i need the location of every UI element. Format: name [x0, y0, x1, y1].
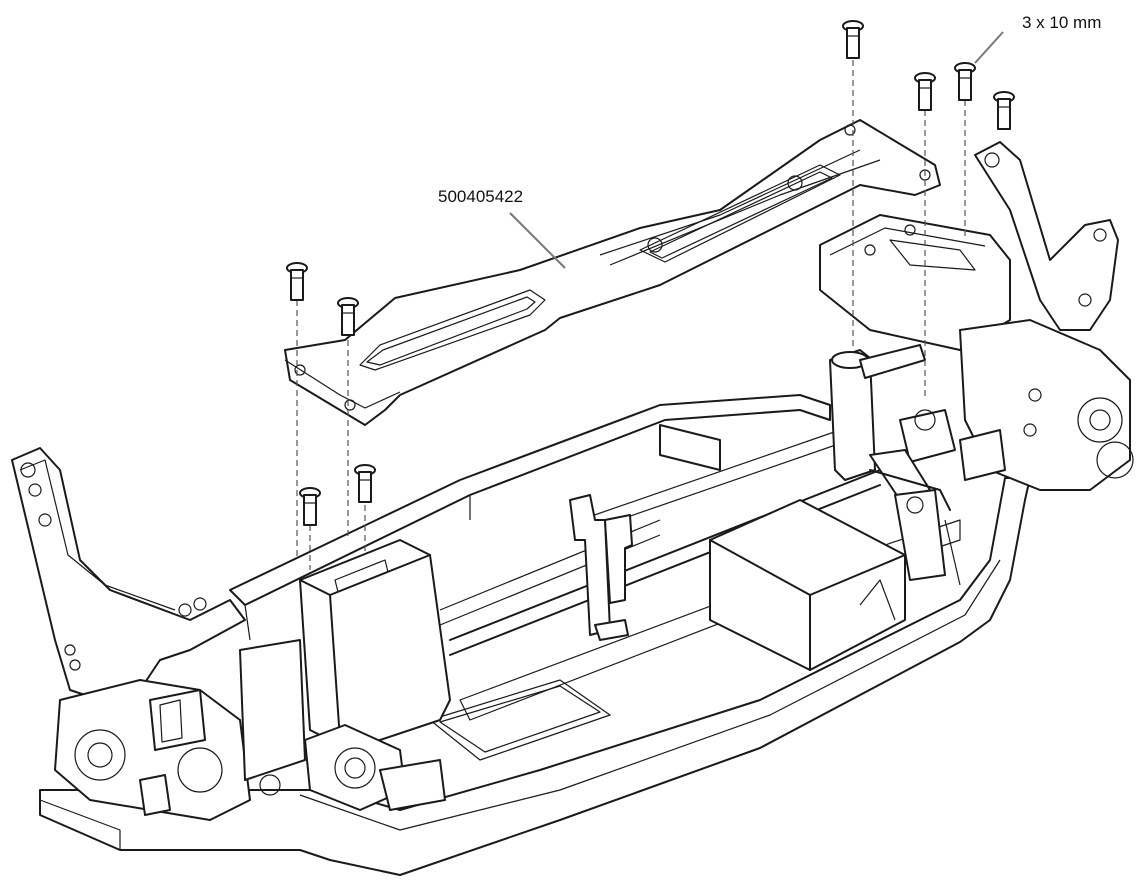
motor-cover	[299, 539, 451, 751]
screw	[354, 464, 376, 503]
screw	[954, 62, 976, 101]
esc-box	[709, 499, 906, 671]
screw-group	[286, 20, 1015, 526]
screw	[299, 487, 321, 526]
deck-slot-rear	[359, 289, 546, 371]
front-shock-tower	[974, 141, 1119, 331]
part-number-leader	[509, 212, 566, 269]
screw-size-leader	[974, 31, 1004, 64]
screw-size-label: 3 x 10 mm	[1022, 13, 1101, 32]
chassis-side-rail	[229, 394, 831, 606]
screw	[993, 91, 1015, 130]
chassis-plate	[39, 477, 1031, 876]
part-number-label: 500405422	[438, 187, 523, 206]
steering-post	[829, 349, 876, 481]
center-post	[569, 494, 611, 636]
deck-slot-front	[639, 164, 841, 263]
screw	[842, 20, 864, 59]
screw	[914, 72, 936, 111]
alignment-guides	[296, 50, 966, 570]
screw	[286, 262, 308, 301]
rear-shock-tower	[11, 447, 246, 701]
screw	[337, 297, 359, 336]
front-bulkhead	[819, 214, 1011, 351]
